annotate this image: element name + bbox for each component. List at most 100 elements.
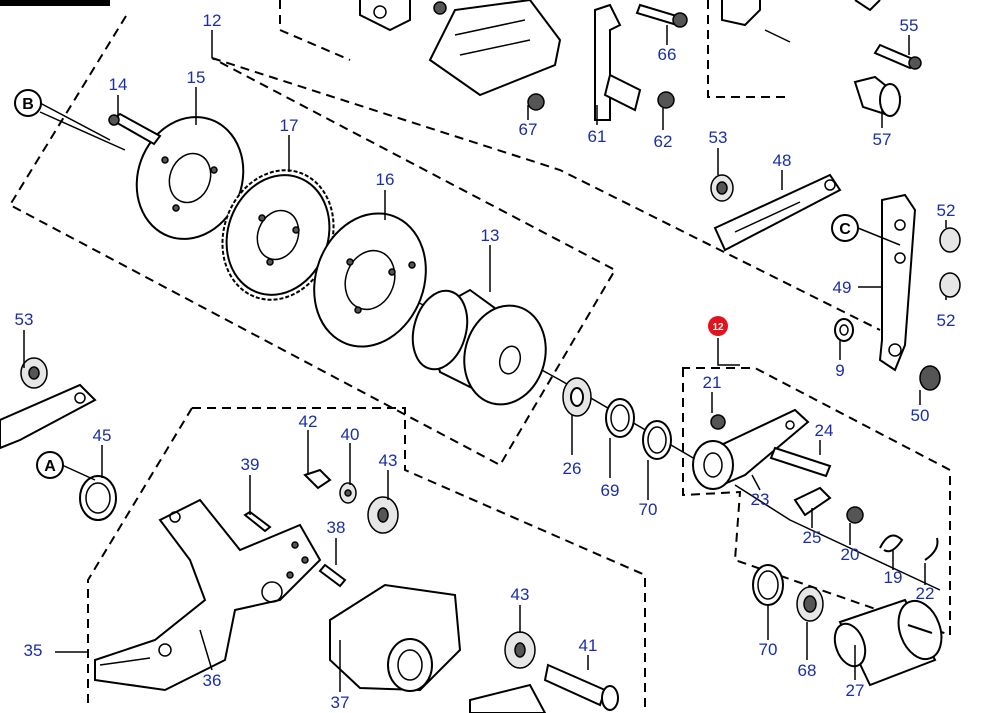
part-label[interactable]: 43: [511, 585, 530, 604]
bushing-68: [796, 586, 824, 622]
callout-a: A: [36, 451, 64, 479]
part-label[interactable]: 45: [93, 426, 112, 445]
part-label[interactable]: 43: [379, 451, 398, 470]
part-label[interactable]: 67: [519, 120, 538, 139]
leader-lines: [23, 25, 947, 692]
part-label[interactable]: 17: [280, 116, 299, 135]
part-label[interactable]: 52: [937, 311, 956, 330]
pin-38: [318, 563, 347, 588]
part-label[interactable]: 27: [846, 681, 865, 700]
part-label[interactable]: 38: [327, 518, 346, 537]
part-label[interactable]: 37: [331, 693, 350, 712]
part-label[interactable]: 12: [203, 11, 222, 30]
washer-70-upper: [642, 420, 672, 460]
nut-62: [657, 91, 675, 109]
part-label[interactable]: 35: [24, 641, 43, 660]
clipped-corner-block: [0, 0, 110, 6]
hub-13: [411, 288, 547, 406]
shaft-lower: [469, 683, 547, 713]
screw-55: [873, 43, 922, 70]
part-label[interactable]: 53: [709, 128, 728, 147]
bracket-25: [793, 486, 832, 517]
sprocket-17: [221, 169, 335, 301]
cap-52-upper: [939, 227, 961, 253]
pin-24: [769, 446, 832, 478]
washer-69: [605, 398, 635, 438]
nut-20: [846, 506, 864, 524]
part-label[interactable]: 41: [579, 636, 598, 655]
callout-a-letter: A: [44, 458, 56, 475]
part-label[interactable]: 39: [241, 455, 260, 474]
washer-53-right: [710, 174, 734, 202]
plate-top-center: [359, 0, 562, 97]
knob-57: [853, 75, 902, 117]
washer-26: [562, 377, 592, 417]
washer-40: [339, 482, 357, 504]
callout-c-letter: C: [839, 221, 851, 238]
washer-45: [79, 475, 117, 521]
cap-52-lower: [939, 272, 961, 298]
part-label[interactable]: 52: [937, 201, 956, 220]
part-label[interactable]: 21: [703, 373, 722, 392]
part-label[interactable]: 57: [873, 130, 892, 149]
group-boundary-right: [682, 367, 951, 637]
part-label[interactable]: 68: [798, 661, 817, 680]
selected-part-marker[interactable]: 12: [708, 316, 728, 336]
callout-b-letter: B: [22, 96, 34, 113]
disc-16: [313, 212, 427, 348]
part-label[interactable]: 14: [109, 75, 128, 94]
part-label[interactable]: 61: [588, 127, 607, 146]
washer-53-left: [20, 357, 48, 389]
part-label[interactable]: 48: [773, 151, 792, 170]
group-boundary-lower-left: [87, 407, 193, 705]
part-label[interactable]: 16: [376, 170, 395, 189]
screw-39: [243, 510, 272, 533]
washer-9: [834, 318, 854, 342]
part-label[interactable]: 69: [601, 481, 620, 500]
part-label[interactable]: 42: [299, 412, 318, 431]
part-label[interactable]: 66: [658, 45, 677, 64]
part-label[interactable]: 24: [815, 421, 834, 440]
part-label[interactable]: 9: [835, 361, 844, 380]
nut-50: [919, 365, 941, 391]
part-label[interactable]: 53: [15, 310, 34, 329]
part-top-right: [721, 0, 881, 43]
bushing-43-upper: [367, 496, 399, 534]
bolt-14: [108, 112, 162, 146]
washer-70-lower: [752, 564, 784, 606]
bracket-37: [329, 583, 462, 692]
part-label[interactable]: 26: [563, 459, 582, 478]
axis-line-lower: [734, 484, 941, 591]
part-label[interactable]: 70: [759, 640, 778, 659]
bracket-36: [94, 498, 322, 692]
group-boundary-top-right: [707, 0, 790, 98]
pin-41: [543, 663, 619, 711]
part-labels: 12 14 15 17 16 13 53 45 35 36 37 42 40 4…: [15, 11, 956, 712]
part-label[interactable]: 20: [841, 545, 860, 564]
part-label[interactable]: 25: [803, 528, 822, 547]
part-label[interactable]: 15: [187, 68, 206, 87]
part-label[interactable]: 36: [203, 671, 222, 690]
shaft-27: [833, 598, 943, 687]
part-label[interactable]: 23: [751, 490, 770, 509]
part-label[interactable]: 19: [884, 568, 903, 587]
nut-67: [527, 93, 545, 111]
part-label[interactable]: 22: [916, 584, 935, 603]
long-diagonal-dash: [211, 57, 881, 331]
part-label[interactable]: 50: [911, 406, 930, 425]
part-label[interactable]: 40: [341, 425, 360, 444]
part-label[interactable]: 13: [481, 226, 500, 245]
arm-23: [692, 408, 810, 490]
part-label[interactable]: 49: [833, 278, 852, 297]
part-label[interactable]: 70: [639, 500, 658, 519]
part-label[interactable]: 55: [900, 16, 919, 35]
part-label[interactable]: 62: [654, 132, 673, 151]
clip-42: [303, 468, 332, 490]
bracket-61: [594, 3, 642, 121]
bushing-43-lower: [504, 631, 536, 669]
link-left: [0, 383, 97, 450]
bolt-66: [635, 3, 688, 28]
spring-19: [879, 534, 904, 553]
disc-15: [135, 116, 245, 240]
